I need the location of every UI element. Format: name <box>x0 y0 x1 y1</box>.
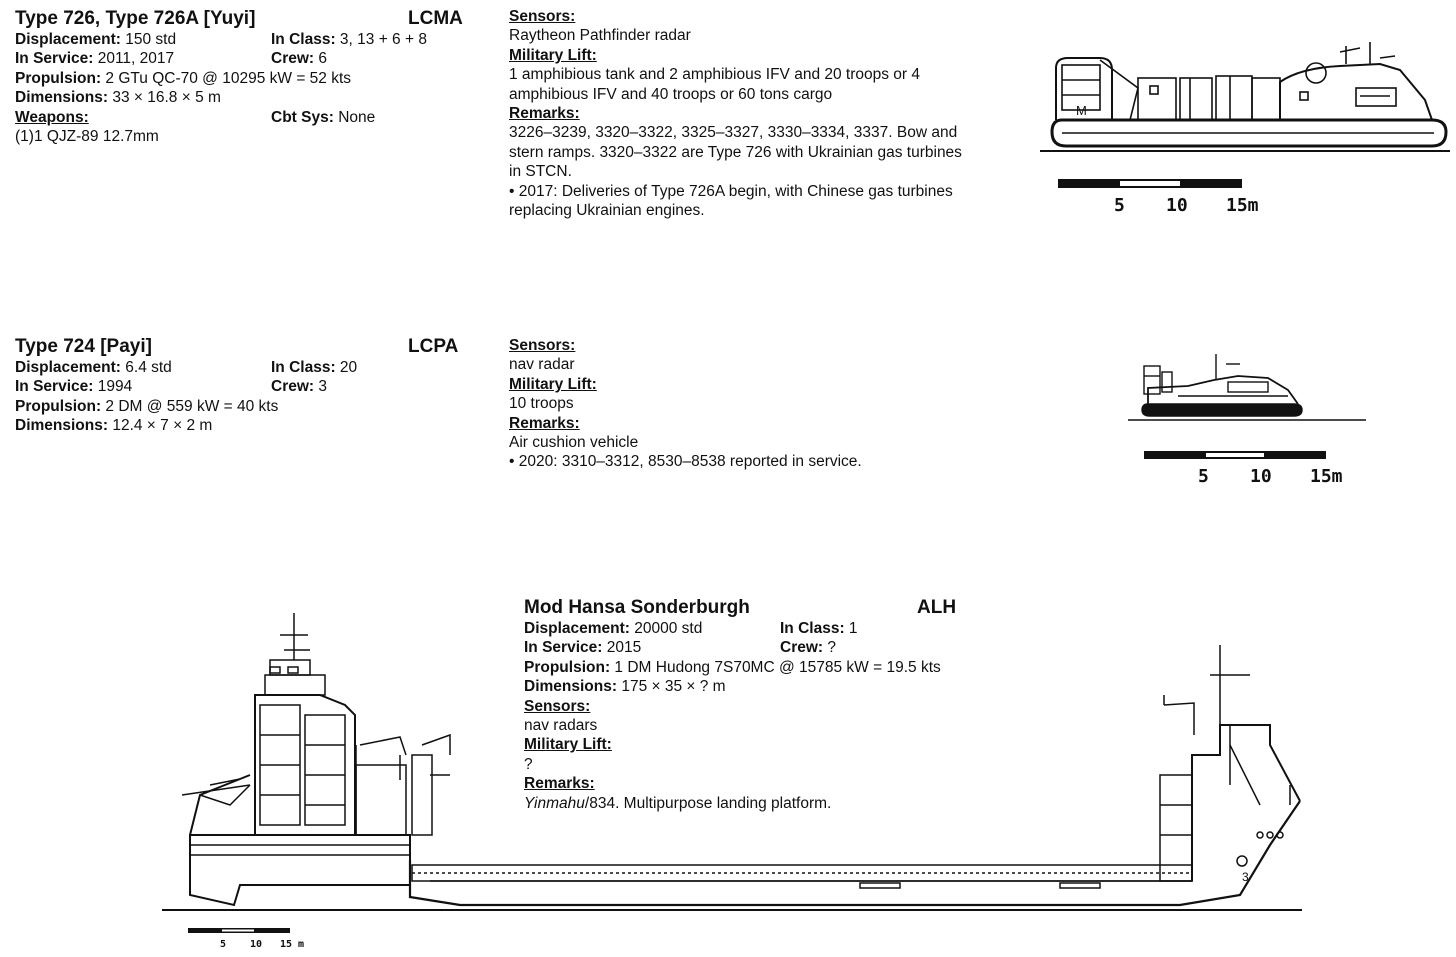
military-lift-heading: Military Lift: <box>524 736 612 754</box>
remarks-heading: Remarks: <box>509 105 580 123</box>
dimensions-label: Dimensions: <box>15 417 109 435</box>
entry-type-726: Type 726, Type 726A [Yuyi] LCMA Displace… <box>15 8 475 146</box>
hull-mark-text: 3 <box>1242 870 1249 884</box>
entry-type-code: ALH <box>917 597 957 618</box>
propulsion-label: Propulsion: <box>15 69 102 87</box>
military-lift-line: amphibious IFV and 40 troops or 60 tons … <box>509 85 833 103</box>
entry-mod-hansa: Mod Hansa Sonderburgh ALH Displacement: … <box>524 597 984 813</box>
in-class-label: In Class: <box>271 359 336 376</box>
sensors-value: nav radar <box>509 356 575 374</box>
sensors-heading: Sensors: <box>509 337 576 354</box>
military-lift-line: 1 amphibious tank and 2 amphibious IFV a… <box>509 66 921 84</box>
weapons-value: (1)1 QJZ-89 12.7mm <box>15 127 159 145</box>
scale-label: 10 <box>1250 466 1272 487</box>
propulsion-value: 1 DM Hudong 7S70MC @ 15785 kW = 19.5 kts <box>614 658 941 676</box>
in-service-label: In Service: <box>15 378 94 396</box>
military-lift-line: ? <box>524 755 533 773</box>
propulsion-value: 2 DM @ 559 kW = 40 kts <box>105 397 279 415</box>
military-lift-heading: Military Lift: <box>509 46 597 64</box>
in-class-label: In Class: <box>271 31 336 48</box>
military-lift-line: 10 troops <box>509 395 574 413</box>
scale-bar-icon: 5 10 15 m <box>188 928 304 950</box>
sensors-value: Raytheon Pathfinder radar <box>509 27 691 45</box>
remarks-heading: Remarks: <box>509 414 580 432</box>
in-class-value: 20 <box>339 359 358 376</box>
dimensions-value: 175 × 35 × ? m <box>621 678 726 696</box>
displacement-value: 150 std <box>125 31 177 48</box>
remarks-line: in STCN. <box>509 163 572 181</box>
remarks-line: 3226–3239, 3320–3322, 3325–3327, 3330–33… <box>509 124 958 142</box>
propulsion-value: 2 GTu QC-70 @ 10295 kW = 52 kts <box>105 69 352 87</box>
scale-label: 10 <box>250 939 262 950</box>
entry-title: Type 726, Type 726A [Yuyi] <box>15 8 256 29</box>
cbt-sys-label: Cbt Sys: <box>271 108 334 126</box>
military-lift-heading: Military Lift: <box>509 375 597 393</box>
in-service-label: In Service: <box>524 639 603 657</box>
in-service-value: 2015 <box>606 639 642 657</box>
propulsion-label: Propulsion: <box>15 397 102 415</box>
displacement-value: 20000 std <box>634 620 703 637</box>
remarks-line: replacing Ukrainian engines. <box>509 202 705 220</box>
scale-label: 10 <box>1166 195 1188 216</box>
dimensions-label: Dimensions: <box>524 678 618 696</box>
small-hovercraft-drawing-icon <box>1128 354 1366 421</box>
remarks-line: Yinmahu/834. Multipurpose landing platfo… <box>524 794 984 813</box>
entry-type-724-details: Sensors: nav radar Military Lift: 10 tro… <box>509 336 1009 472</box>
remarks-line: Air cushion vehicle <box>509 434 639 452</box>
in-class-label: In Class: <box>780 620 845 637</box>
crew-value: 3 <box>318 378 328 396</box>
scale-label: 15m <box>1310 466 1343 487</box>
sensors-heading: Sensors: <box>524 697 591 715</box>
weapons-heading: Weapons: <box>15 108 89 126</box>
propulsion-label: Propulsion: <box>524 658 611 676</box>
crew-value: ? <box>827 639 837 657</box>
cbt-sys-value: None <box>338 108 376 126</box>
hovercraft-drawing-icon: M <box>1040 42 1450 152</box>
in-service-value: 2011, 2017 <box>97 50 175 68</box>
entry-type-726-details: Sensors: Raytheon Pathfinder radar Milit… <box>509 7 1009 220</box>
entry-title: Mod Hansa Sonderburgh <box>524 597 750 618</box>
remarks-ship-name: Yinmahu <box>524 794 585 812</box>
crew-label: Crew: <box>271 50 315 68</box>
landing-ship-drawing-icon: 3 <box>162 613 1302 911</box>
remarks-text: /834. Multipurpose landing platform. <box>584 794 832 812</box>
displacement-value: 6.4 std <box>125 359 172 376</box>
sensors-value: nav radars <box>524 716 598 734</box>
entry-title: Type 724 [Payi] <box>15 336 152 357</box>
entry-type-724: Type 724 [Payi] LCPA Displacement: 6.4 s… <box>15 336 475 436</box>
dimensions-value: 33 × 16.8 × 5 m <box>112 89 221 107</box>
entry-type-code: LCPA <box>408 336 459 357</box>
crew-label: Crew: <box>271 378 315 396</box>
entry-type-code: LCMA <box>408 8 463 29</box>
remarks-heading: Remarks: <box>524 775 595 793</box>
sensors-heading: Sensors: <box>509 8 576 25</box>
scale-label: 15 m <box>280 939 304 950</box>
remarks-line: stern ramps. 3320–3322 are Type 726 with… <box>509 143 962 161</box>
in-class-value: 3, 13 + 6 + 8 <box>339 31 427 48</box>
dimensions-value: 12.4 × 7 × 2 m <box>112 417 213 435</box>
scale-bar-icon: 5 10 15m <box>1058 179 1259 216</box>
crew-label: Crew: <box>780 639 824 657</box>
scale-bar-icon: 5 10 15m <box>1144 451 1343 487</box>
hull-mark-text: M <box>1076 103 1087 118</box>
displacement-label: Displacement: <box>15 359 121 376</box>
crew-value: 6 <box>318 50 328 68</box>
displacement-label: Displacement: <box>15 31 121 48</box>
scale-label: 15m <box>1226 195 1259 216</box>
dimensions-label: Dimensions: <box>15 89 109 107</box>
remarks-line: • 2020: 3310–3312, 8530–8538 reported in… <box>509 453 862 471</box>
in-service-value: 1994 <box>97 378 133 396</box>
scale-label: 5 <box>1114 195 1125 216</box>
in-service-label: In Service: <box>15 50 94 68</box>
remarks-line: • 2017: Deliveries of Type 726A begin, w… <box>509 182 953 200</box>
scale-label: 5 <box>1198 466 1209 487</box>
in-class-value: 1 <box>848 620 858 637</box>
scale-label: 5 <box>220 939 226 950</box>
displacement-label: Displacement: <box>524 620 630 637</box>
